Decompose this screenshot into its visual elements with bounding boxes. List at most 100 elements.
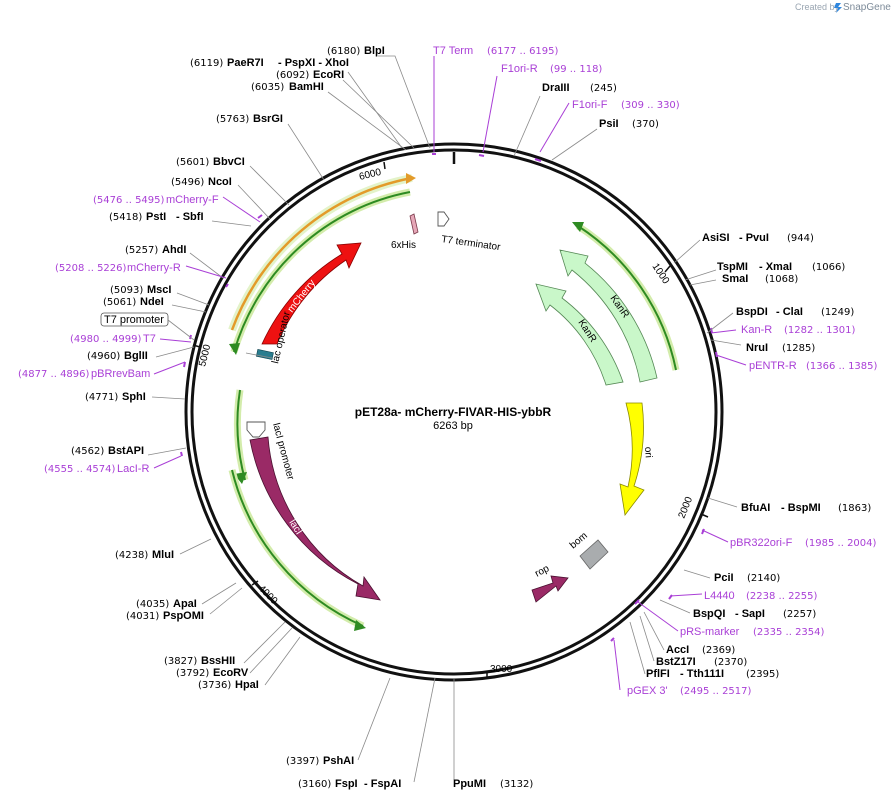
svg-text:5000: 5000	[197, 343, 213, 368]
enzyme-pcii[interactable]: PciI	[714, 572, 734, 584]
enzyme-pflfi[interactable]: PflFI	[646, 668, 670, 680]
t7-terminator-feature[interactable]	[437, 211, 450, 227]
svg-text:(5257): (5257)	[125, 245, 158, 256]
enzyme-fspi[interactable]: FspI	[335, 778, 358, 790]
svg-text:(4035): (4035)	[136, 599, 169, 610]
primer-t7-term[interactable]: T7 Term	[433, 45, 473, 57]
primer-kan-r[interactable]: Kan-R	[741, 324, 772, 336]
enzyme-ppumi[interactable]: PpuMI	[453, 778, 486, 790]
enzyme-bspqi[interactable]: BspQI	[693, 608, 725, 620]
enzyme-bsshii[interactable]: BssHII	[201, 655, 235, 667]
svg-text:(3160): (3160)	[298, 779, 331, 790]
svg-text:3000: 3000	[490, 664, 513, 675]
orf-green-arrowhead-3	[354, 620, 366, 631]
his-tag-label: 6xHis	[391, 240, 416, 251]
enzyme-bfuai[interactable]: BfuAI	[741, 502, 770, 514]
svg-text:(1863): (1863)	[838, 503, 871, 514]
enzyme-bbvci[interactable]: BbvCI	[213, 156, 245, 168]
enzyme-ecori[interactable]: EcoRI	[313, 69, 344, 81]
orf-orange-arrowhead	[406, 173, 416, 184]
svg-text:(309 .. 330): (309 .. 330)	[621, 100, 680, 111]
kanr-outer-feature[interactable]	[559, 249, 658, 383]
backbone-inner	[190, 148, 718, 676]
primer-laci-r[interactable]: LacI-R	[117, 463, 149, 475]
svg-text:(6180): (6180)	[327, 46, 360, 57]
primer-f1ori-f[interactable]: F1ori-F	[572, 99, 608, 111]
enzyme-bamhi[interactable]: BamHI	[289, 81, 324, 93]
enzyme-apai[interactable]: ApaI	[173, 598, 197, 610]
enzyme-bstz17i[interactable]: BstZ17I	[656, 656, 696, 668]
enzyme-tspmi[interactable]: TspMI	[717, 261, 748, 273]
primer-mcherry-r[interactable]: mCherry-R	[127, 262, 181, 274]
his-tag-feature[interactable]	[409, 213, 419, 235]
bom-feature[interactable]	[579, 539, 609, 570]
t7-promoter-label[interactable]: T7 promoter	[104, 314, 164, 326]
svg-text:(4562): (4562)	[71, 446, 104, 457]
svg-text:(3792): (3792)	[176, 668, 209, 679]
t7-promoter-leader	[167, 319, 195, 341]
enzyme-bsrgi[interactable]: BsrGI	[253, 113, 283, 125]
enzyme-smai[interactable]: SmaI	[722, 273, 748, 285]
enzyme-ndei[interactable]: NdeI	[140, 296, 164, 308]
lac-operator-feature[interactable]	[255, 349, 274, 360]
laci-promoter-feature[interactable]	[246, 421, 266, 438]
enzyme-ahdi[interactable]: AhdI	[162, 244, 186, 256]
svg-text:1000: 1000	[650, 262, 672, 287]
primer-t7[interactable]: T7	[143, 333, 156, 345]
enzyme-pshai[interactable]: PshAI	[323, 755, 354, 767]
enzyme-hpai[interactable]: HpaI	[235, 679, 259, 691]
enzyme-sphi[interactable]: SphI	[122, 391, 146, 403]
svg-text:(3827): (3827)	[164, 656, 197, 667]
primer-f1ori-r[interactable]: F1ori-R	[501, 63, 538, 75]
primer-prs-marker[interactable]: pRS-marker	[680, 626, 740, 638]
rop-feature[interactable]	[531, 575, 569, 603]
enzyme-draiii[interactable]: DraIII	[542, 82, 570, 94]
primer-pentr-r[interactable]: pENTR-R	[749, 360, 797, 372]
svg-text:- SapI: - SapI	[735, 608, 765, 620]
enzyme-pspomi[interactable]: PspOMI	[163, 610, 204, 622]
primer-mcherry-f[interactable]: mCherry-F	[166, 194, 219, 206]
orf-green-arc-3	[231, 469, 364, 627]
svg-text:(5093): (5093)	[110, 285, 143, 296]
created-by-text: Created by	[795, 2, 840, 12]
orf-green-arrowhead-1	[229, 343, 240, 355]
laci-feature[interactable]	[249, 436, 381, 601]
t7-promoter-box	[100, 312, 169, 327]
ori-feature[interactable]	[619, 402, 645, 516]
snapgene-logo-icon	[834, 3, 842, 13]
enzyme-bglii[interactable]: BglII	[124, 350, 148, 362]
enzyme-labels: (6180) BlpI (6119) PaeR7I - PspXI - XhoI…	[71, 45, 871, 790]
enzyme-ncoi[interactable]: NcoI	[208, 176, 232, 188]
svg-text:- PvuI: - PvuI	[739, 232, 769, 244]
svg-text:(4877 .. 4896): (4877 .. 4896)	[18, 369, 90, 380]
enzyme-psii[interactable]: PsiI	[599, 118, 619, 130]
primer-l4440[interactable]: L4440	[704, 590, 735, 602]
primer-pgex3[interactable]: pGEX 3'	[627, 685, 668, 697]
enzyme-paer7i[interactable]: PaeR7I	[227, 57, 264, 69]
bom-label: bom	[568, 530, 590, 551]
svg-text:(6177 .. 6195): (6177 .. 6195)	[487, 46, 559, 57]
enzyme-bstapi[interactable]: BstAPI	[108, 445, 144, 457]
enzyme-acci[interactable]: AccI	[666, 644, 689, 656]
primer-pbrrevbam[interactable]: pBRrevBam	[91, 368, 150, 380]
enzyme-msci[interactable]: MscI	[147, 284, 171, 296]
ori-label: ori	[642, 446, 654, 458]
enzyme-asisi[interactable]: AsiSI	[702, 232, 730, 244]
snapgene-brand: SnapGene	[843, 2, 891, 13]
kanr-inner-feature[interactable]	[535, 283, 624, 386]
lac-operator-line	[245, 352, 273, 359]
orf-green-arrowhead-2	[234, 472, 247, 484]
enzyme-bspdi[interactable]: BspDI	[736, 306, 768, 318]
enzyme-nrui[interactable]: NruI	[746, 342, 768, 354]
plasmid-name: pET28a- mCherry-FIVAR-HIS-ybbR	[355, 405, 552, 419]
svg-text:(4960): (4960)	[87, 351, 120, 362]
enzyme-psti[interactable]: PstI	[146, 211, 166, 223]
mcherry-feature[interactable]	[261, 242, 362, 345]
primer-pbr322ori-f[interactable]: pBR322ori-F	[730, 537, 793, 549]
enzyme-blpi[interactable]: BlpI	[364, 45, 385, 57]
enzyme-ecorv[interactable]: EcoRV	[213, 667, 249, 679]
svg-text:(2257): (2257)	[783, 609, 816, 620]
enzyme-mlui[interactable]: MluI	[152, 549, 174, 561]
svg-text:(6092): (6092)	[276, 70, 309, 81]
ruler-1000: 1000	[650, 262, 672, 287]
